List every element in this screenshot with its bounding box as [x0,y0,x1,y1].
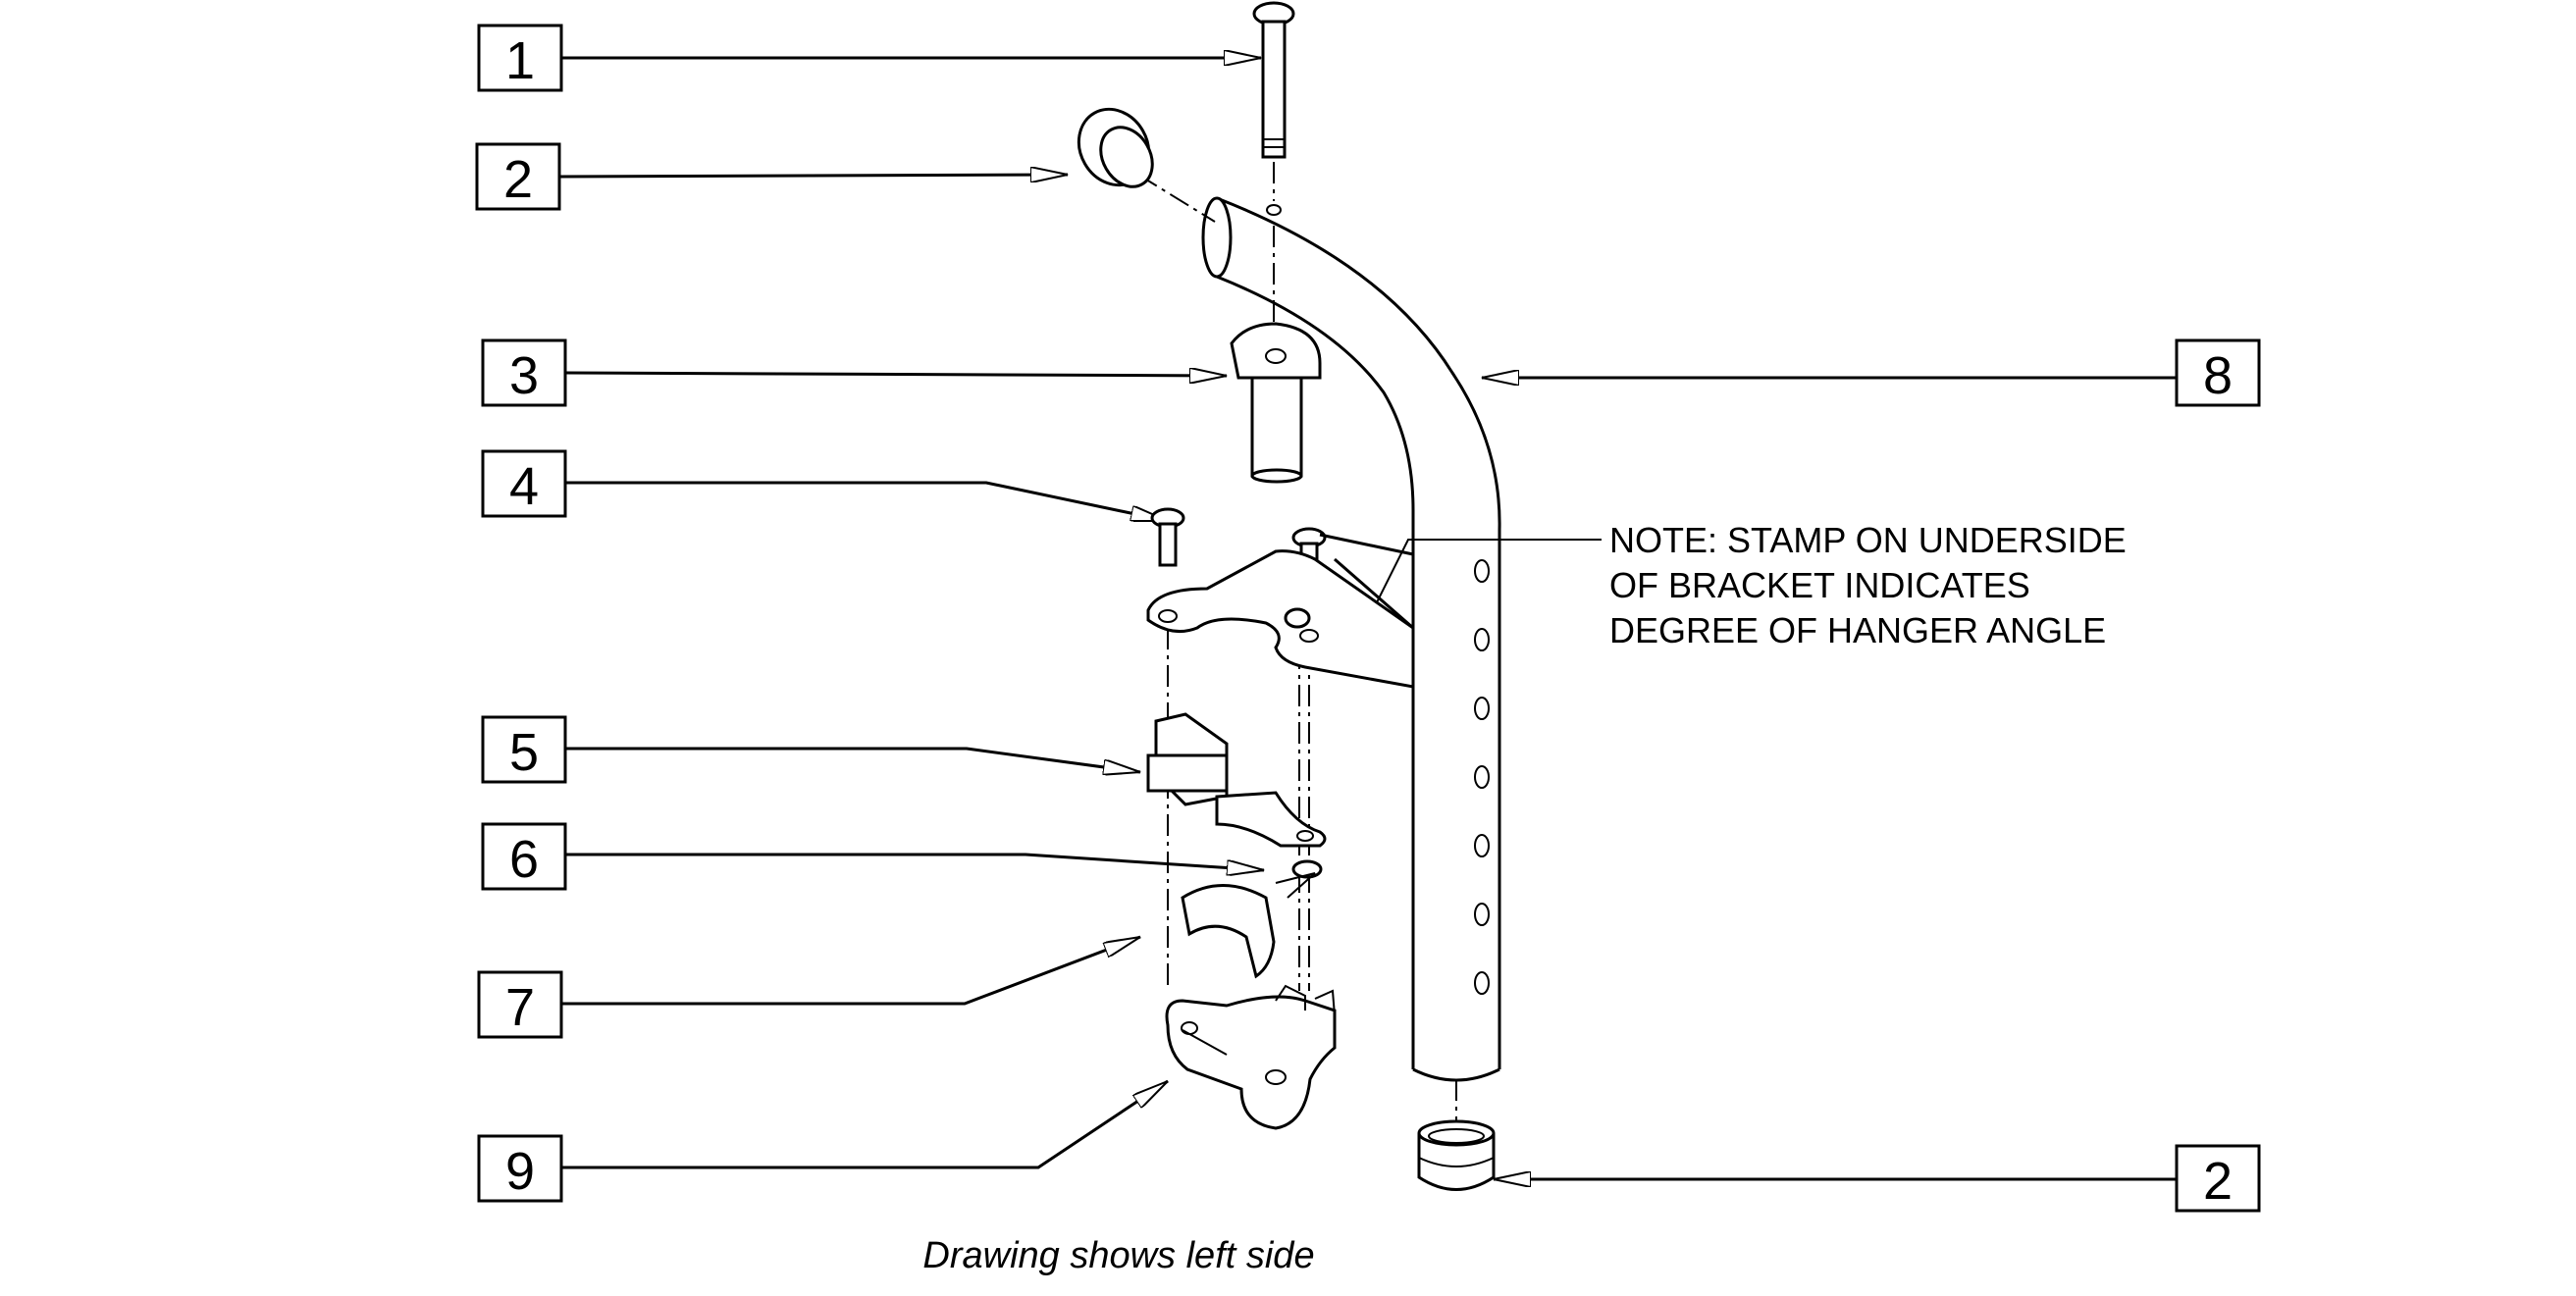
bushing-bottom [1250,468,1303,484]
leader-line [561,935,1140,1006]
leader-line [565,853,1264,870]
cap-opening [1099,126,1154,188]
clamp-tab [1275,984,1306,1011]
bracket-hole [1158,609,1178,623]
clamp-part-9 [1165,984,1337,1130]
leader-line [564,373,1227,376]
latch-hole [1296,830,1314,842]
callout-2-top: 2 [475,142,1068,211]
callout-number: 6 [509,830,539,889]
leader-line [561,1079,1169,1169]
callout-2-bottom: 2 [1494,1144,2261,1213]
clamp-edge [1182,1029,1228,1056]
tube-hole [1474,697,1490,720]
note-line-3: DEGREE OF HANGER ANGLE [1609,610,2106,650]
tube-adjust-holes [1474,559,1490,995]
tube-hole [1474,834,1490,857]
cap-side [1417,1133,1496,1191]
tube-inner-edge [1216,275,1415,1069]
latch-arm [1215,791,1327,848]
pin-part-1 [1252,1,1295,159]
bracket-body [1146,549,1415,689]
tube-top-end [1201,196,1233,279]
clamp-tab [1314,989,1336,1016]
tube-hole [1474,628,1490,651]
bracket-hole [1284,607,1311,629]
callout-8: 8 [1482,338,2261,407]
callout-9: 9 [477,1079,1169,1203]
cap-band [1418,1157,1495,1167]
bushing-sleeve [1250,376,1303,478]
callout-4: 4 [481,449,1168,523]
bushing-flange [1230,322,1322,380]
screw-part-4-left [1150,507,1185,567]
tube-outer-edge [1216,196,1501,1069]
callout-number: 2 [503,150,533,209]
clamp-hole [1265,1069,1287,1085]
callout-box [2175,338,2261,407]
insert-inner [1188,925,1247,938]
centerline [1137,174,1216,223]
callout-5: 5 [481,715,1140,784]
bushing-hole [1265,348,1287,364]
tube-hole [1474,559,1490,583]
stamp-note: NOTE: STAMP ON UNDERSIDE OF BRACKET INDI… [1354,520,2127,650]
tube-hole [1474,903,1490,926]
tube-hole [1474,765,1490,789]
leader-line [565,481,1168,523]
cap-opening [1428,1128,1485,1144]
callout-number: 7 [505,978,535,1037]
tube-pin-hole [1266,204,1282,216]
diagram-caption: Drawing shows left side [922,1235,1314,1276]
note-line-1: NOTE: STAMP ON UNDERSIDE [1609,520,2127,560]
callout-box [481,822,567,891]
callout-number: 5 [509,723,539,782]
callout-7: 7 [477,935,1140,1039]
clamp-body [1165,995,1337,1130]
callout-3: 3 [481,338,1227,407]
end-cap-bottom-part-2 [1417,1119,1496,1191]
callout-number: 1 [505,31,535,90]
hanger-bracket [1146,533,1415,689]
bracket-edge [1334,557,1414,630]
bushing-part-3 [1230,322,1322,484]
callout-number: 8 [2203,346,2233,405]
tube-hole [1474,971,1490,995]
bracket-edge [1319,533,1414,556]
clip-wire [1275,872,1316,899]
tube-bottom-end [1412,1067,1500,1082]
clamp-insert-part-7 [1181,884,1276,979]
leader-line [565,747,1140,772]
latch-part-5 [1146,712,1327,848]
callout-number: 4 [509,457,539,516]
leader-line [558,175,1068,177]
callout-number: 3 [509,346,539,405]
latch-face [1146,753,1229,793]
callout-1: 1 [477,24,1261,92]
callout-number: 2 [2203,1152,2233,1211]
centerlines [1137,162,1457,1123]
end-cap-top-part-2 [1077,107,1154,188]
callout-number: 9 [505,1142,535,1201]
note-line-2: OF BRACKET INDICATES [1609,565,2030,605]
callout-6: 6 [481,822,1264,891]
spring-clip-part-6 [1275,859,1323,899]
bracket-hole [1299,629,1319,643]
screw-shaft [1158,522,1178,567]
pin-shaft [1261,20,1287,159]
